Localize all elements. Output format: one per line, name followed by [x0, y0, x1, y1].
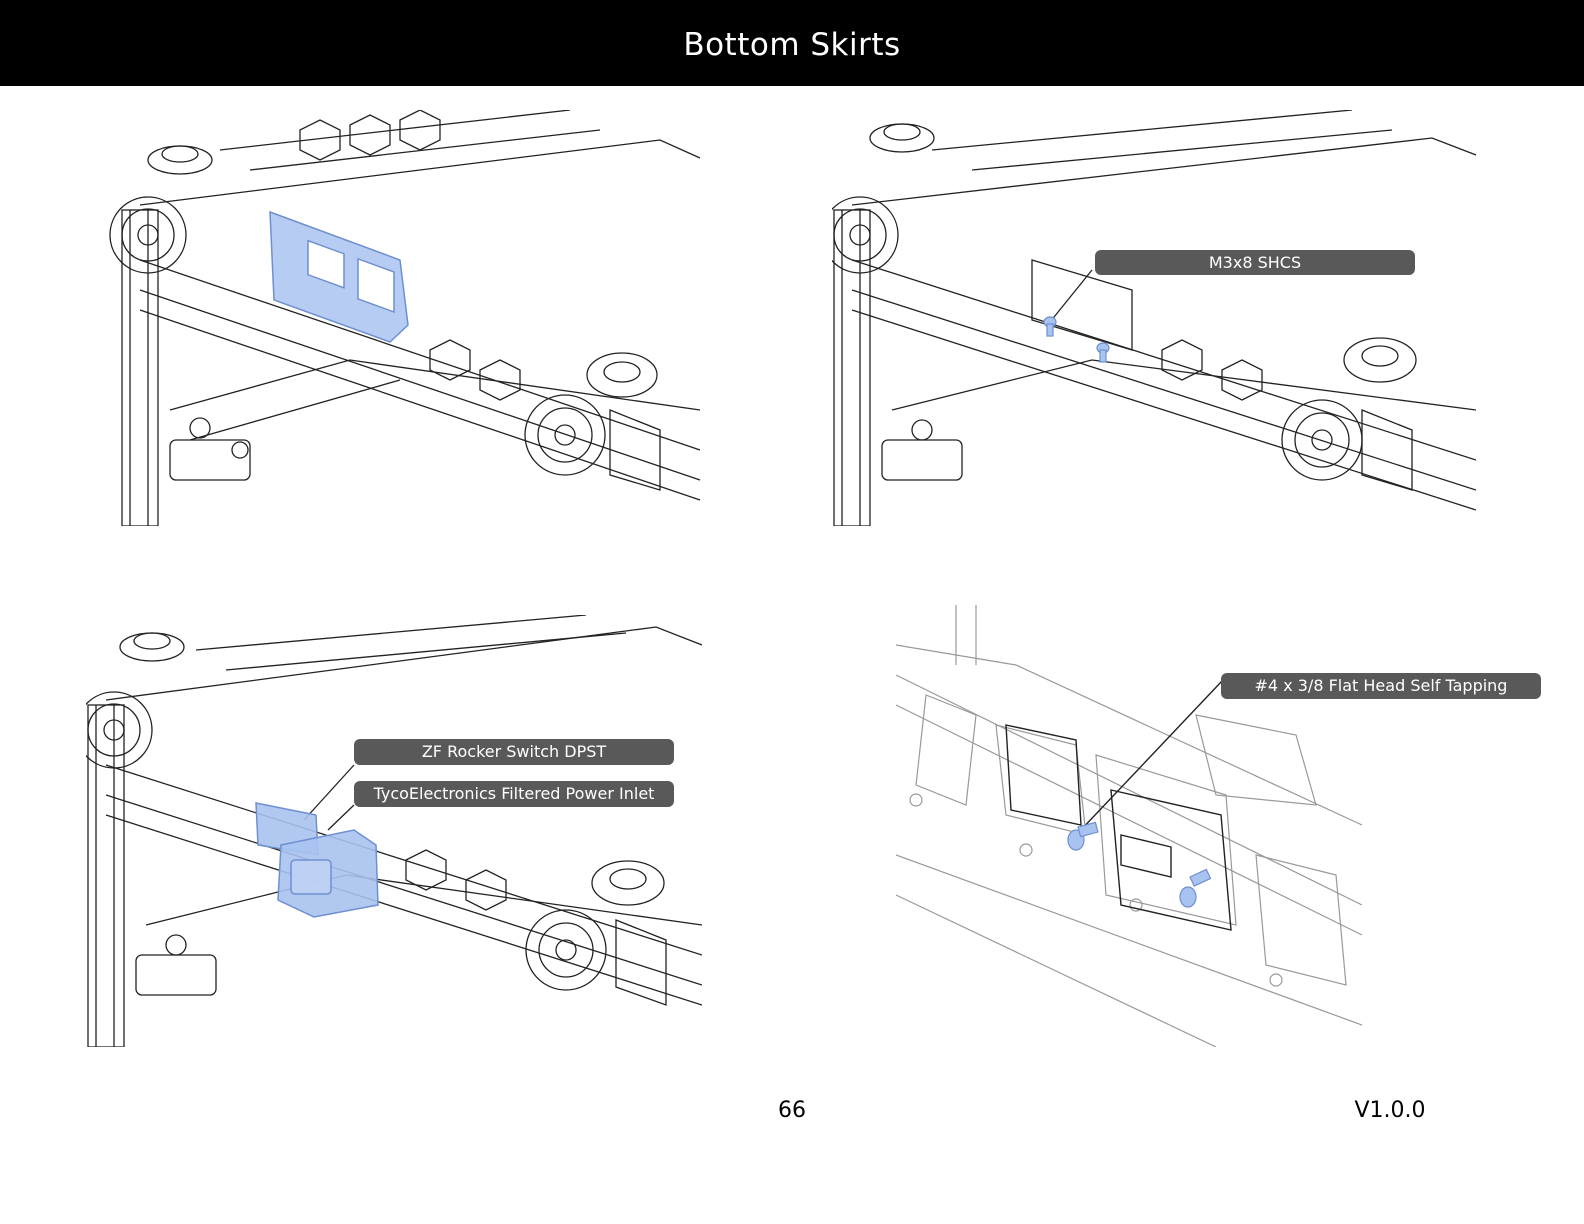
callout-flat-head-screw: #4 x 3/8 Flat Head Self Tapping: [1221, 673, 1541, 699]
m3x8-screw-highlight: [1043, 316, 1110, 363]
closeup-illustration: [896, 605, 1362, 1047]
callout-m3x8-shcs: M3x8 SHCS: [1095, 250, 1415, 275]
callout-rocker-switch: ZF Rocker Switch DPST: [354, 739, 674, 765]
power-inlet-highlight: [277, 829, 379, 918]
printer-frame-illustration: [86, 615, 702, 1047]
diagram-panel-bottom-right: [896, 605, 1362, 1047]
callout-power-inlet: TycoElectronics Filtered Power Inlet: [354, 781, 674, 807]
printer-frame-illustration: [832, 110, 1476, 526]
diagram-panel-top-left: [100, 110, 702, 526]
diagram-panel-top-right: [832, 110, 1476, 526]
page-number: 66: [778, 1098, 806, 1123]
version-label: V1.0.0: [1354, 1098, 1426, 1123]
page-title: Bottom Skirts: [683, 27, 901, 63]
flat-head-screw-highlight: [1067, 821, 1212, 908]
header-bar: [0, 0, 1584, 86]
printer-frame-illustration: [109, 110, 701, 526]
diagram-panel-bottom-left: [86, 615, 702, 1047]
